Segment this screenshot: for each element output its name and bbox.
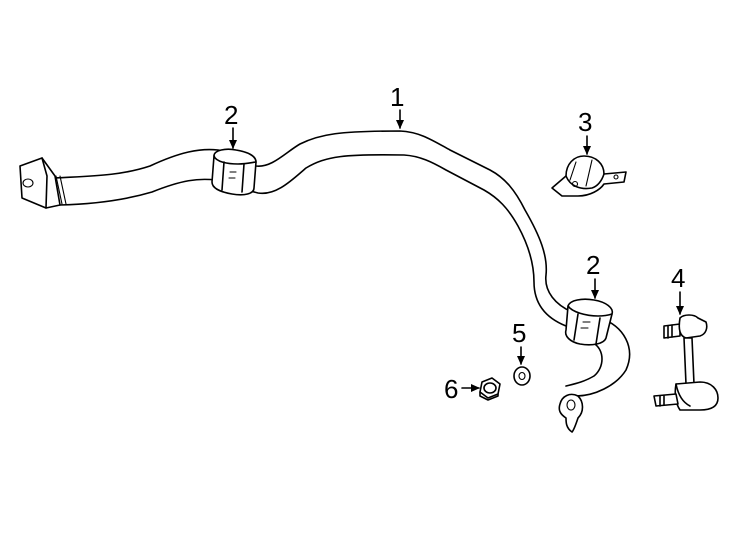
stabilizer-bar <box>19 130 631 433</box>
callout-label-4: 4 <box>671 263 685 293</box>
callout-label-1: 1 <box>390 82 404 112</box>
callout-6: 6 <box>444 374 480 404</box>
bushing-left <box>211 148 257 196</box>
callout-2-right: 2 <box>586 250 600 299</box>
mounting-bracket <box>551 155 627 197</box>
callout-label-3: 3 <box>578 107 592 137</box>
callout-label-6: 6 <box>444 374 458 404</box>
callout-label-2-left: 2 <box>224 100 238 130</box>
callout-label-5: 5 <box>512 318 526 348</box>
callout-4: 4 <box>671 263 685 315</box>
callout-1: 1 <box>390 82 404 129</box>
callout-2-left: 2 <box>224 100 238 149</box>
callout-5: 5 <box>512 318 526 365</box>
nut <box>479 377 501 401</box>
stabilizer-link <box>653 314 719 411</box>
callout-label-2-right: 2 <box>586 250 600 280</box>
washer <box>513 366 531 386</box>
callout-3: 3 <box>578 107 592 155</box>
bushing-right <box>564 298 614 346</box>
